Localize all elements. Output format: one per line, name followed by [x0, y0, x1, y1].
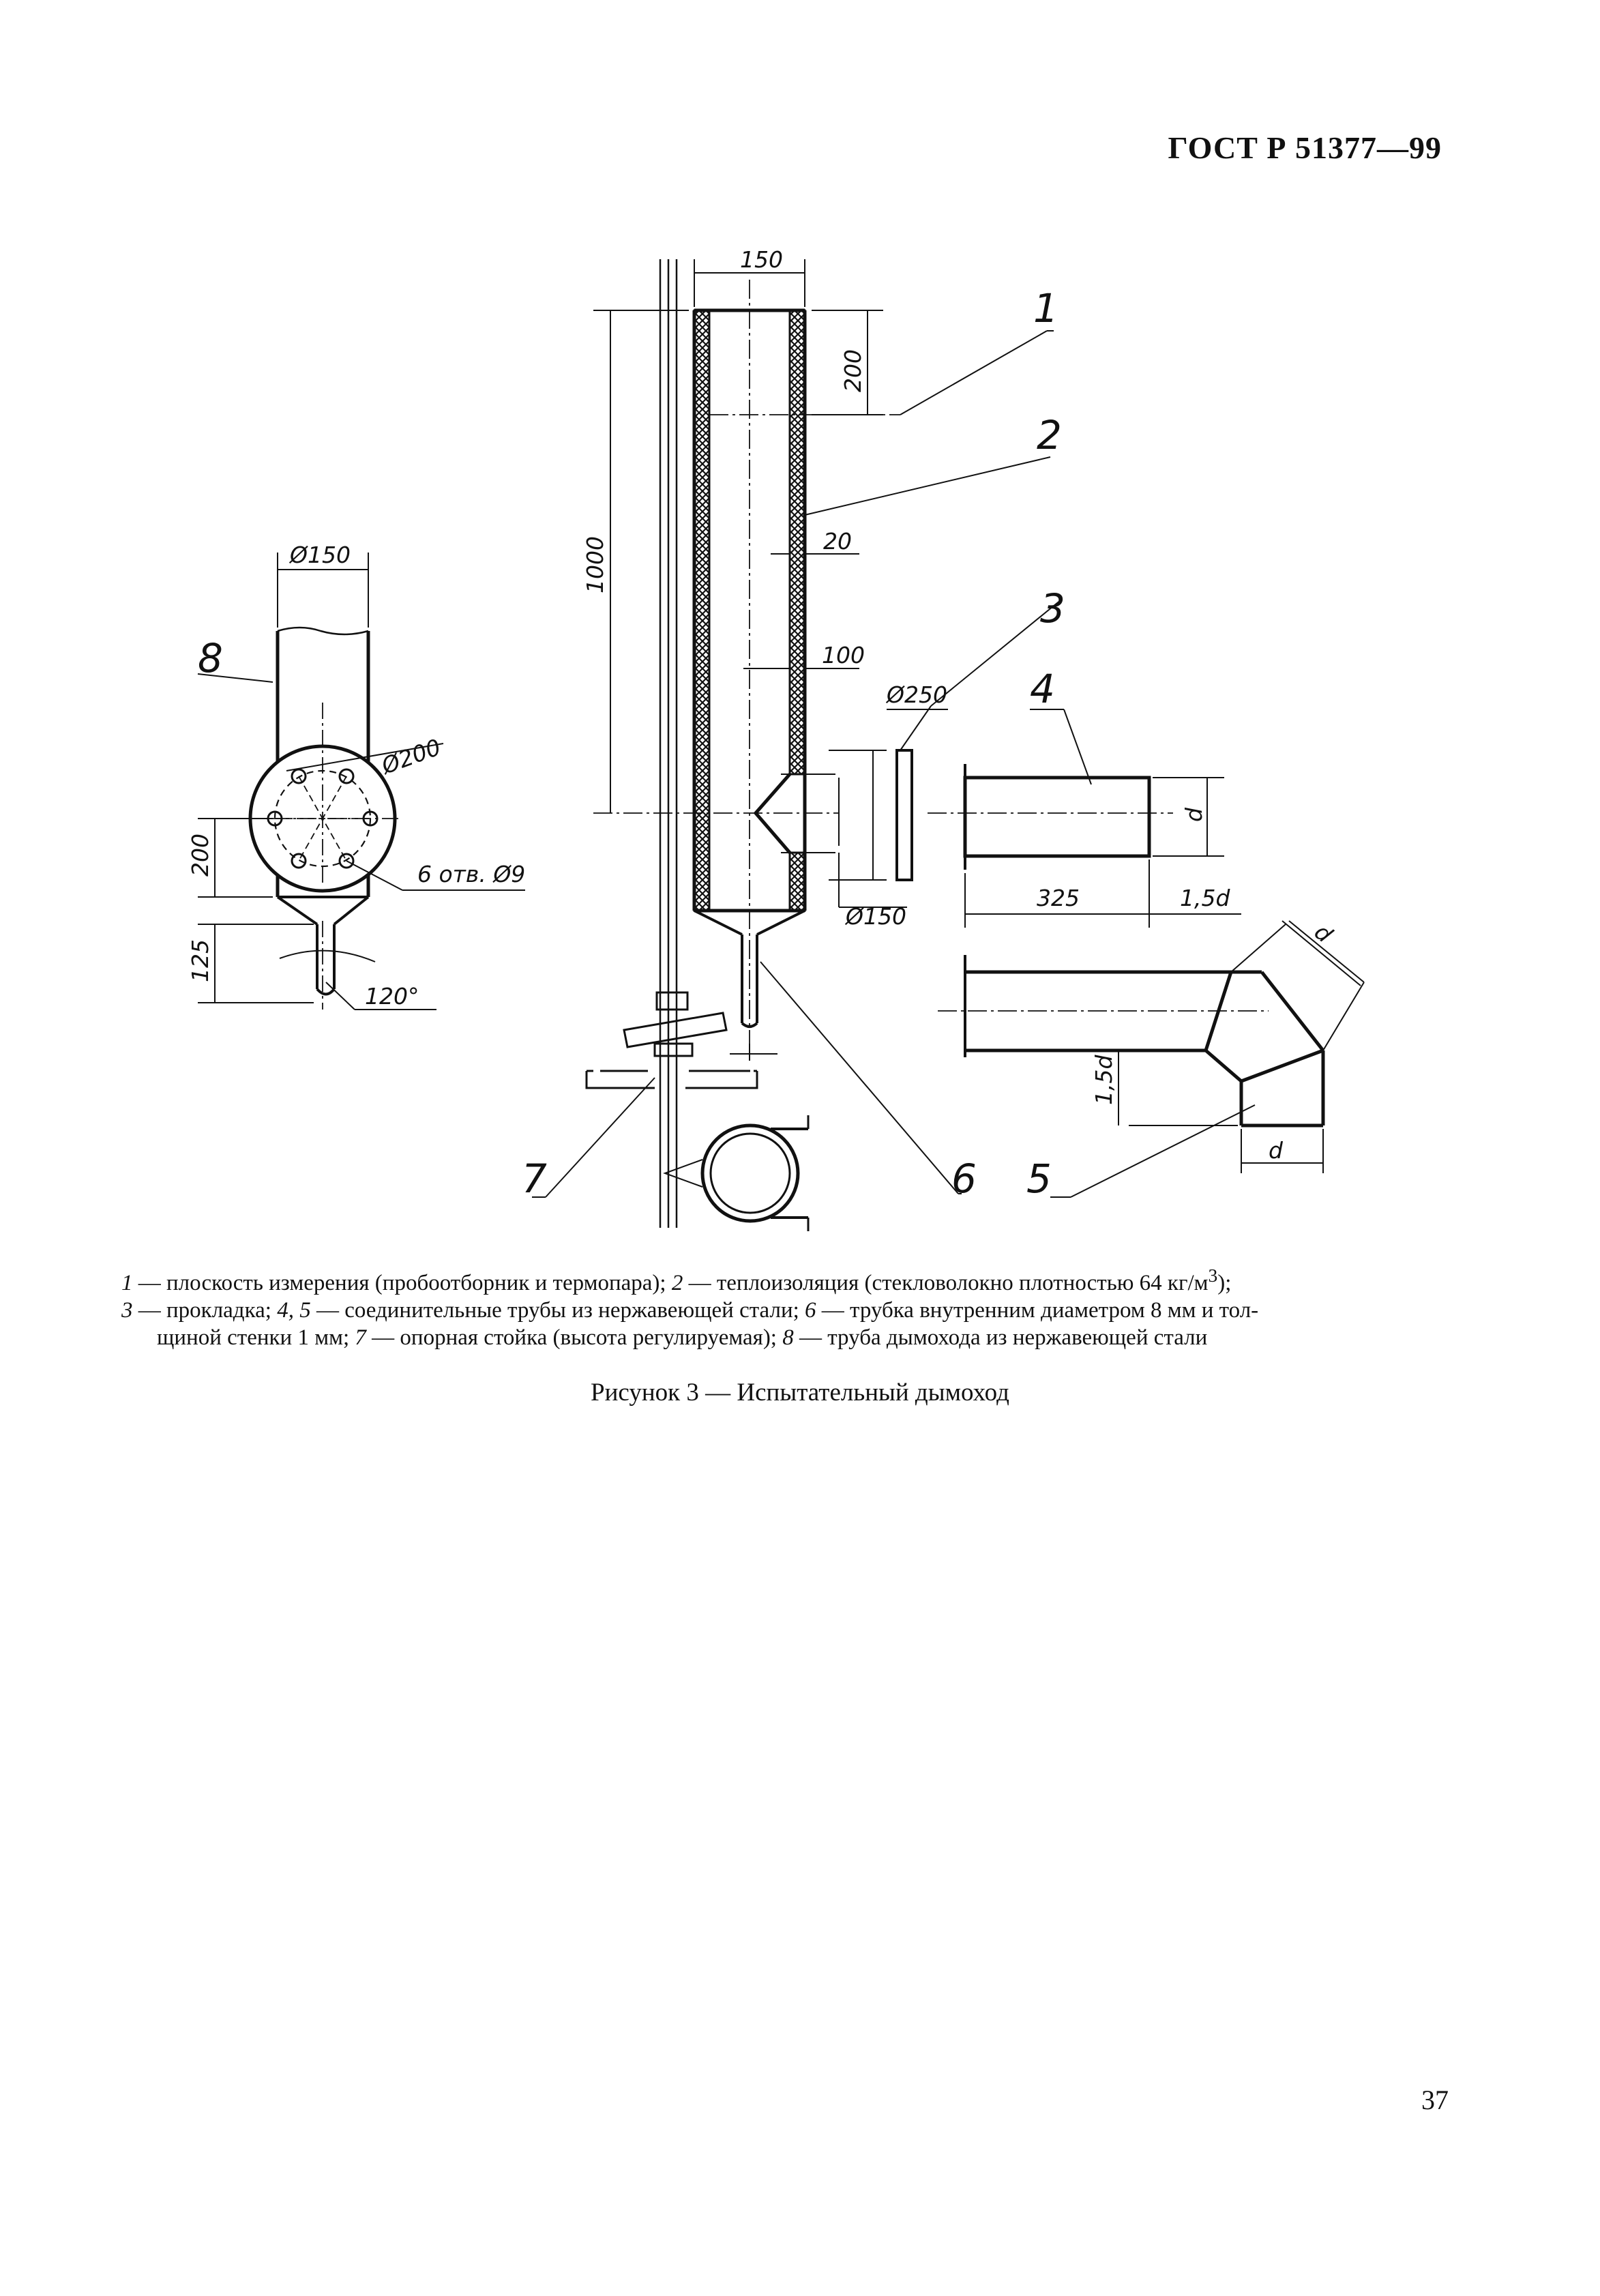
dim-holes: 6 отв. Ø9 — [417, 861, 525, 887]
callout-2: 2 — [1037, 412, 1062, 458]
pipe-4 — [928, 709, 1241, 928]
figure-legend: 1 — плоскость измерения (пробоотборник и… — [121, 1262, 1417, 1351]
callout-6: 6 — [951, 1156, 977, 1202]
elbow-5 — [938, 920, 1365, 1198]
dim-15d-top: 1,5d — [1180, 885, 1230, 911]
chimney-drawing-svg: 150 200 1000 20 100 Ø250 Ø150 325 1,5d d… — [187, 246, 1365, 1231]
dim-angle: 120° — [365, 983, 419, 1010]
dim-phi-200: Ø200 — [377, 733, 445, 780]
left-view-pipe-8 — [197, 553, 525, 1010]
callout-8: 8 — [198, 635, 223, 681]
dim-15d-vertical: 1,5d — [1091, 1055, 1117, 1105]
figure-caption: Рисунок 3 — Испытательный дымоход — [591, 1379, 1009, 1407]
dim-phi-150-left: Ø150 — [288, 542, 351, 568]
dim-200-right: 200 — [840, 349, 866, 392]
technical-drawing: 150 200 1000 20 100 Ø250 Ø150 325 1,5d d… — [187, 246, 1365, 1231]
callout-labels: 1 2 3 4 5 6 7 8 — [198, 285, 1065, 1202]
dimension-labels: 150 200 1000 20 100 Ø250 Ø150 325 1,5d d… — [187, 246, 1338, 1164]
dim-100: 100 — [822, 642, 865, 668]
callout-7: 7 — [522, 1156, 547, 1202]
document-header: ГОСТ Р 51377—99 — [1168, 130, 1442, 165]
dim-phi-150-bottom: Ø150 — [844, 903, 906, 930]
legend-line-2: 3 — прокладка; 4, 5 — соединительные тру… — [121, 1298, 1259, 1323]
callout-4: 4 — [1030, 666, 1055, 712]
dim-d-bottom: d — [1269, 1137, 1284, 1164]
page-number: 37 — [1421, 2085, 1449, 2115]
central-chimney — [532, 259, 1061, 1231]
dim-150-top: 150 — [740, 246, 783, 273]
legend-line-1: 1 — плоскость измерения (пробоотборник и… — [121, 1265, 1232, 1295]
callout-1: 1 — [1033, 285, 1058, 332]
dim-phi-250: Ø250 — [885, 681, 947, 708]
dim-125: 125 — [187, 939, 213, 982]
legend-line-3: щиной стенки 1 мм; 7 — опорная стойка (в… — [157, 1325, 1208, 1350]
callout-3: 3 — [1040, 585, 1065, 632]
dim-d-diagonal: d — [1309, 918, 1338, 948]
dim-d-vertical: d — [1181, 807, 1207, 822]
callout-5: 5 — [1026, 1156, 1052, 1202]
dim-1000: 1000 — [582, 536, 608, 593]
dim-200-left: 200 — [187, 834, 213, 877]
dim-325: 325 — [1037, 885, 1080, 911]
dim-20: 20 — [823, 528, 852, 555]
